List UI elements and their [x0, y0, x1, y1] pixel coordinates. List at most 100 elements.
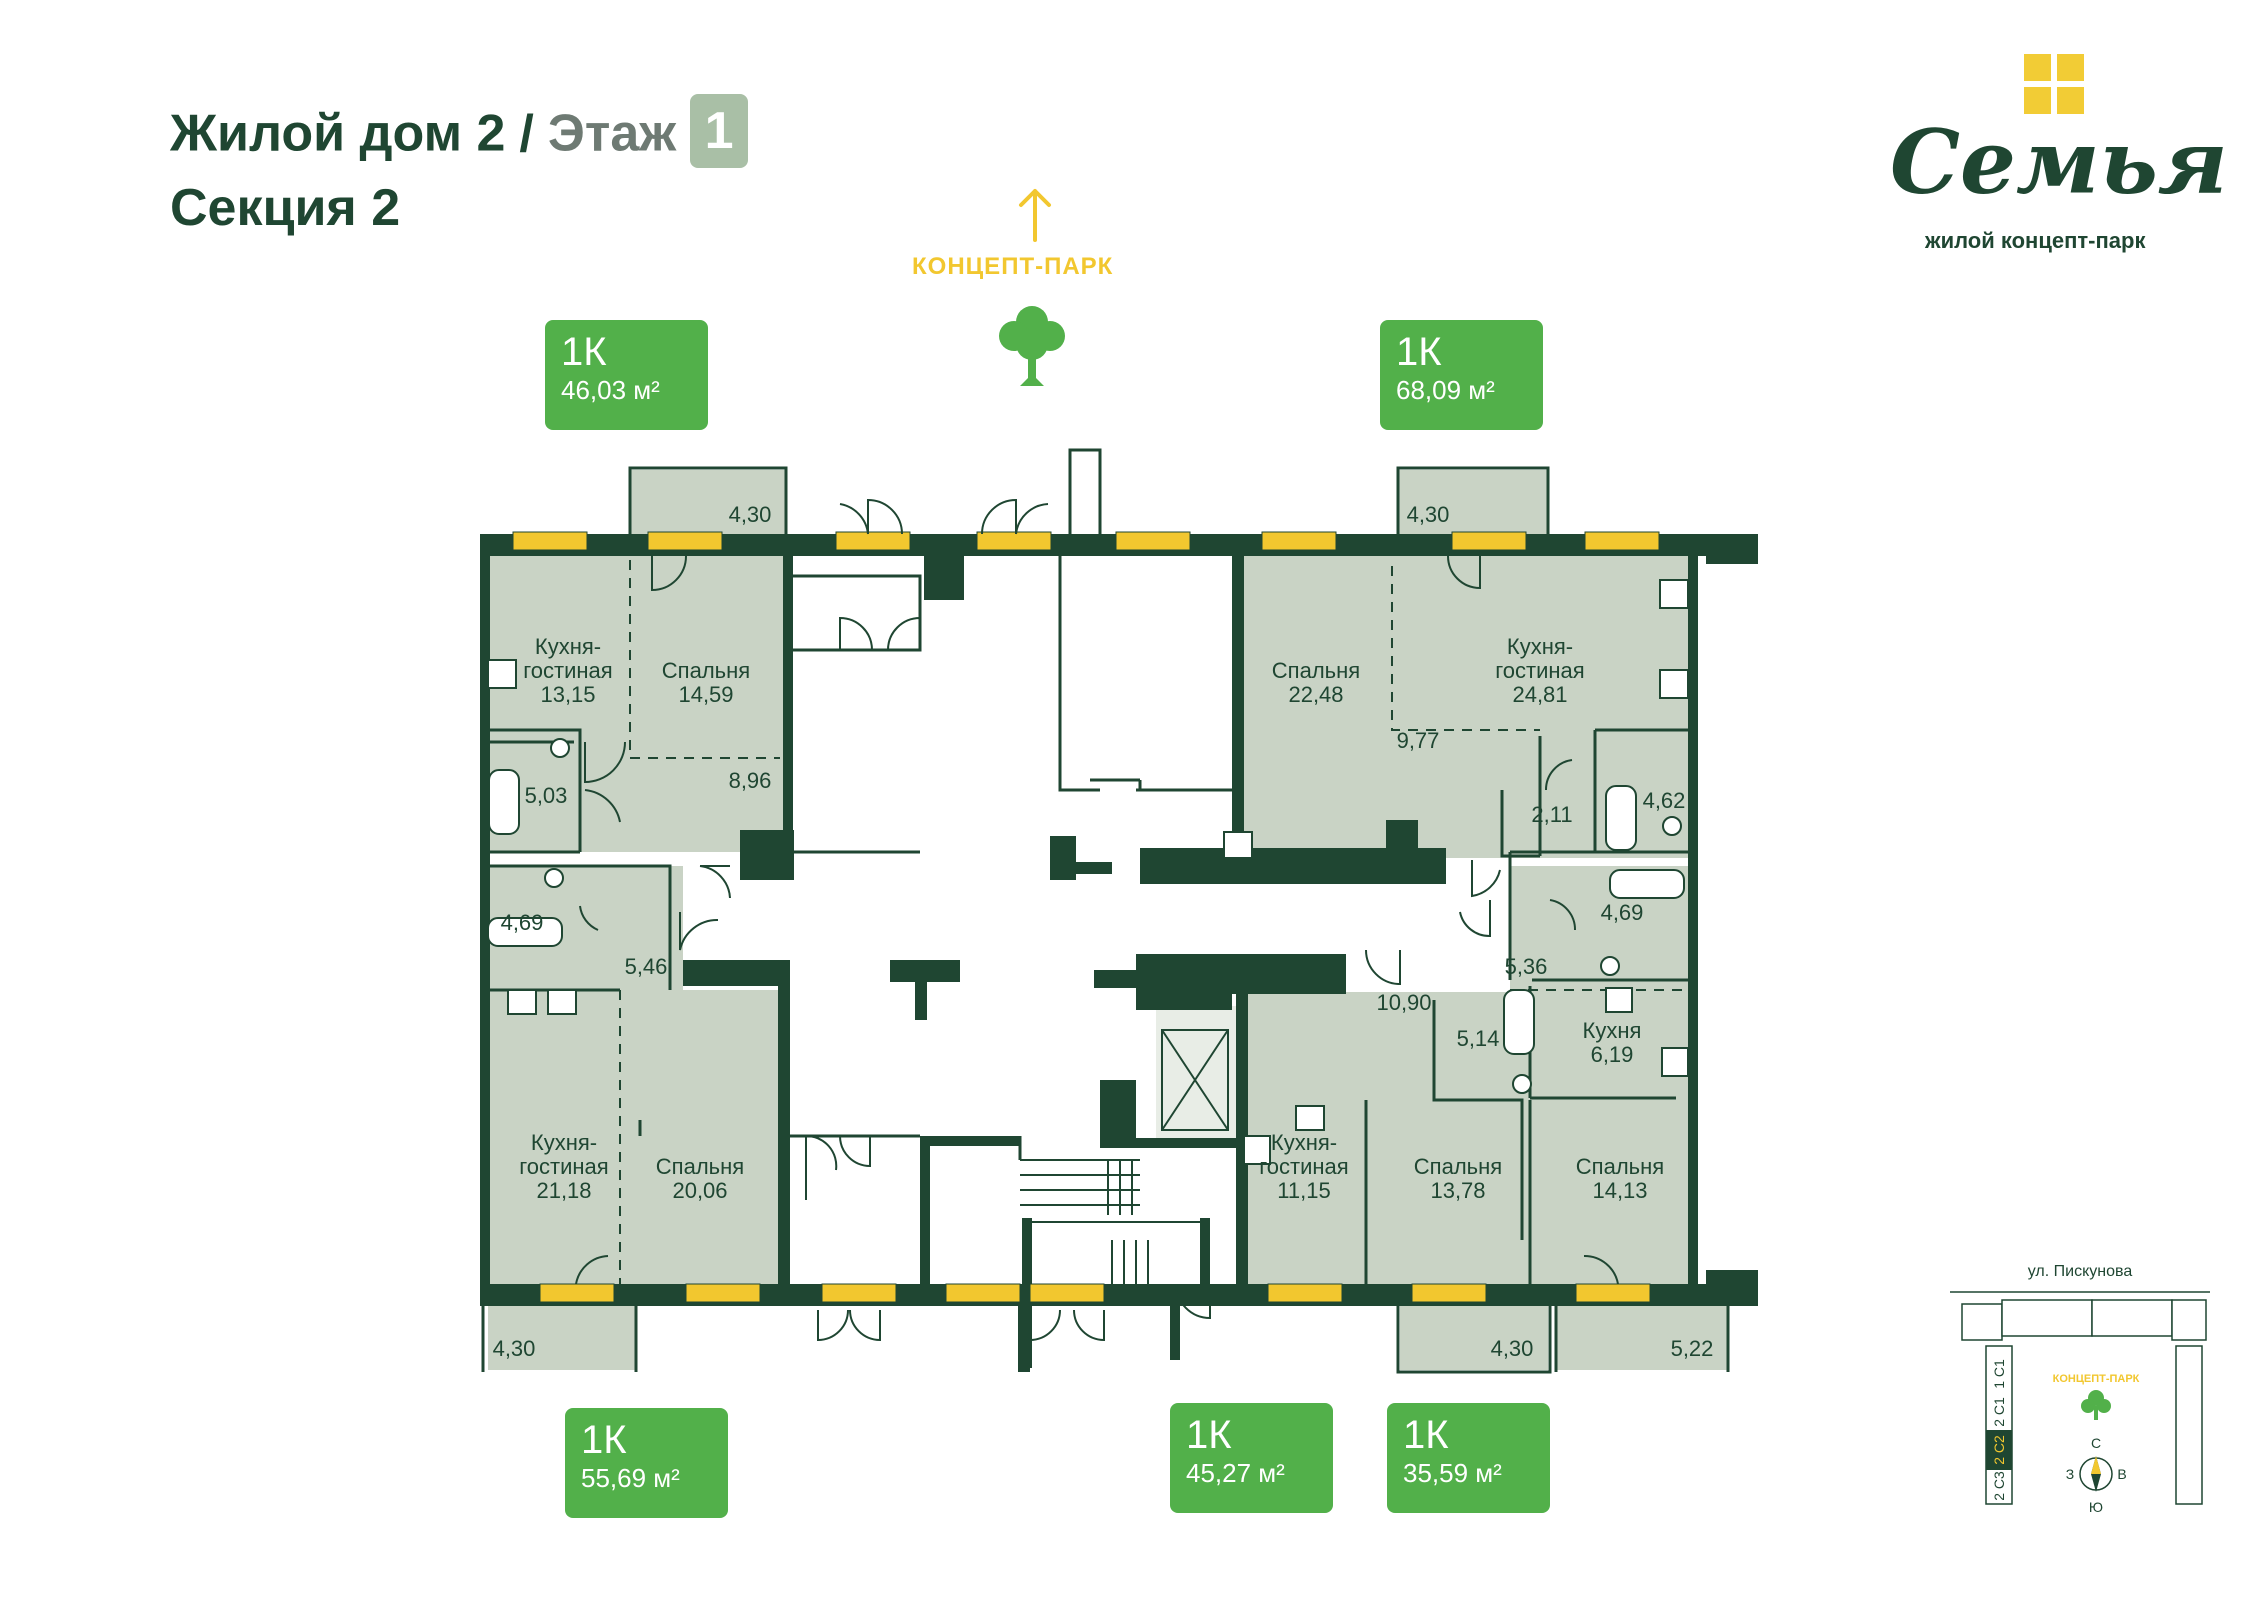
window — [945, 1283, 1021, 1303]
window — [1575, 1283, 1651, 1303]
doors — [575, 498, 1619, 1342]
apartment-type: 1К — [1186, 1413, 1232, 1457]
room-name: Спальня — [662, 658, 750, 683]
apartment-type: 1К — [1403, 1413, 1449, 1457]
bathtub-icon — [488, 769, 520, 835]
column — [740, 830, 794, 880]
logo-subtitle: жилой концепт-парк — [1925, 228, 2146, 253]
apartment-badge[interactable]: 1К 35,59 м² — [1387, 1403, 1550, 1513]
room-area: 14,59 — [678, 682, 733, 707]
stove-icon — [1605, 987, 1633, 1013]
street-label: ул. Пискунова — [2028, 1263, 2133, 1280]
stove-icon — [1223, 831, 1253, 859]
sink-icon — [1659, 669, 1689, 699]
window — [539, 1283, 615, 1303]
window — [1267, 1283, 1343, 1303]
logo-wordmark: Семья — [1890, 110, 2228, 214]
window — [1115, 531, 1191, 551]
floor-label: Этаж — [547, 104, 677, 163]
apartment-badge[interactable]: 1К 46,03 м² — [545, 320, 708, 430]
balcony-area: 4,30 — [493, 1336, 536, 1361]
compass-e: В — [2117, 1466, 2126, 1482]
balcony-area: 4,30 — [1407, 502, 1450, 527]
wall-interior — [1100, 1080, 1136, 1140]
balcony-br[interactable] — [1556, 1300, 1728, 1370]
room-area: 24,81 — [1512, 682, 1567, 707]
wall-north-east — [1706, 534, 1758, 564]
column — [1050, 836, 1076, 880]
apartment-badge[interactable]: 1К 45,27 м² — [1170, 1403, 1333, 1513]
compass-n: С — [2091, 1435, 2101, 1451]
minimap: ул. Пискунова 2 С3 2 С2 2 С1 1 С1 КОНЦЕП… — [1950, 1263, 2210, 1515]
balcony-area: 4,30 — [1491, 1336, 1534, 1361]
wall-interior — [683, 960, 789, 986]
room-name: Кухня — [1583, 1018, 1642, 1043]
wall-south-east — [1706, 1270, 1758, 1300]
wall-interior — [1236, 980, 1248, 1290]
building-name: Жилой дом 2 — [170, 104, 506, 163]
room-apt-bl[interactable] — [488, 990, 778, 1284]
section-label: 2 С2 — [1991, 1435, 2007, 1465]
window — [1451, 531, 1527, 551]
core-block — [890, 960, 960, 982]
room-name: гостиная — [1259, 1154, 1348, 1179]
wall-interior — [778, 960, 790, 1290]
stairs — [1020, 1159, 1200, 1290]
room-name: Кухня- — [531, 1130, 597, 1155]
apartment-badge[interactable]: 1К 68,09 м² — [1380, 320, 1543, 430]
sink-icon — [1243, 1135, 1271, 1165]
room-area: 2,11 — [1531, 802, 1572, 827]
window — [1261, 531, 1337, 551]
room-area: 4,62 — [1643, 788, 1686, 813]
wall-interior — [1022, 1218, 1032, 1368]
room-area: 20,06 — [672, 1178, 727, 1203]
apartment-badge[interactable]: 1К 55,69 м² — [565, 1408, 728, 1518]
tree-icon — [999, 306, 1065, 386]
wall-interior — [783, 556, 793, 846]
room-name: Кухня- — [535, 634, 601, 659]
room-name: Кухня- — [1271, 1130, 1337, 1155]
balcony-bm[interactable] — [1400, 1300, 1548, 1370]
logo-square — [2024, 54, 2051, 81]
window — [976, 531, 1052, 551]
room-fills — [488, 470, 1728, 1370]
bathtub-icon — [1609, 869, 1685, 899]
apartment-type: 1К — [561, 330, 607, 374]
room-area: 13,78 — [1430, 1178, 1485, 1203]
room-area: 22,48 — [1288, 682, 1343, 707]
section-title: Секция 2 — [170, 179, 401, 237]
room-area: 9,77 — [1397, 728, 1440, 753]
elevator — [1161, 1029, 1229, 1131]
room-apt-bm[interactable] — [1246, 992, 1696, 1284]
bathtub-icon — [487, 917, 563, 947]
room-name: Спальня — [656, 1154, 744, 1179]
wall-interior — [920, 1136, 1020, 1146]
wall-west — [480, 534, 490, 1302]
room-name: Кухня- — [1507, 634, 1573, 659]
room-name: Спальня — [1272, 658, 1360, 683]
window — [685, 1283, 761, 1303]
room-area: 11,15 — [1277, 1178, 1330, 1203]
column — [1386, 820, 1418, 860]
window — [835, 531, 911, 551]
balcony-area: 4,30 — [729, 502, 772, 527]
room-area: 5,46 — [625, 954, 668, 979]
apartment-area: 35,59 м² — [1403, 1458, 1502, 1488]
sink-icon — [1659, 579, 1689, 609]
title-separator: / — [519, 104, 534, 163]
section-label: 2 С3 — [1991, 1471, 2007, 1501]
fixtures — [487, 579, 1689, 1165]
wall-interior — [1018, 1300, 1030, 1372]
room-name: гостиная — [519, 1154, 608, 1179]
windows — [512, 531, 1660, 1303]
room-area: 21,18 — [536, 1178, 591, 1203]
current-section-marker — [1986, 1430, 2012, 1470]
logo-square — [2057, 54, 2084, 81]
logo-square — [2057, 87, 2084, 114]
window — [821, 1283, 897, 1303]
room-apt-tl[interactable] — [488, 556, 783, 852]
room-area: 10,90 — [1376, 990, 1431, 1015]
balcony-bl[interactable] — [488, 1300, 636, 1370]
wall-interior — [1170, 1300, 1180, 1360]
